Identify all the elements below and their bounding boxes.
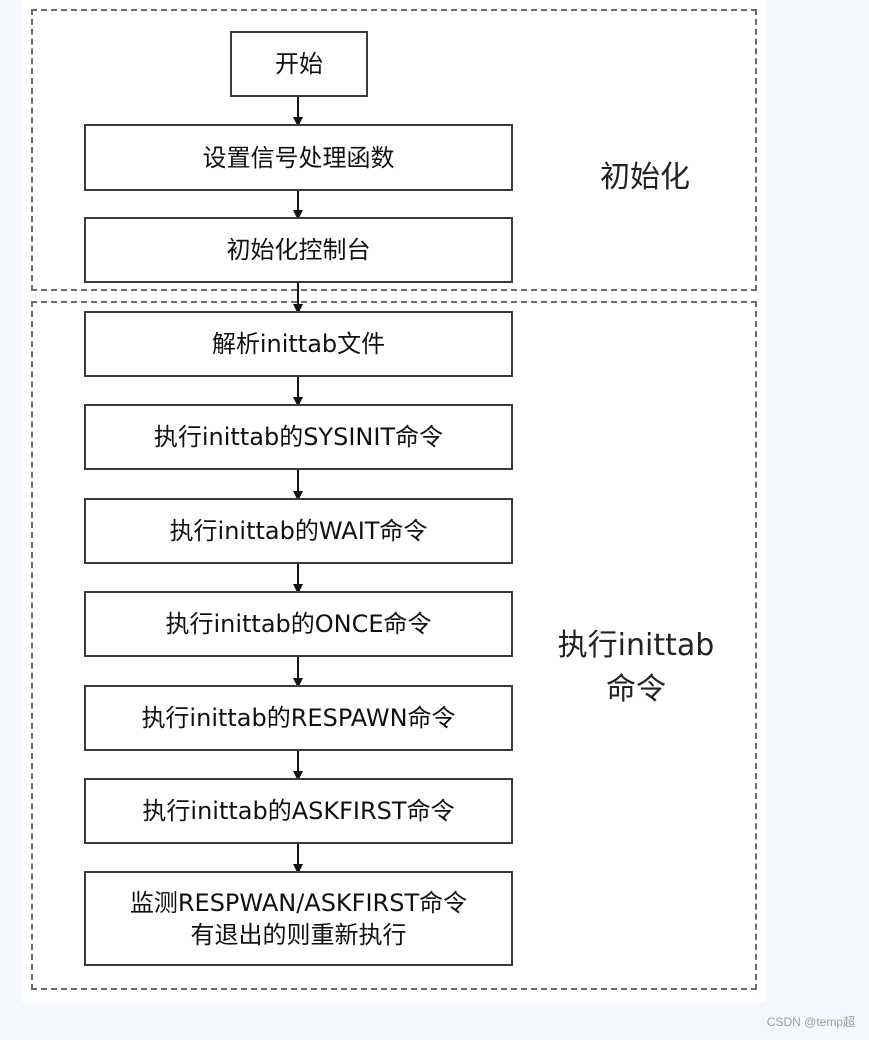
run-respawn-box: 执行inittab的RESPAWN命令 <box>84 685 513 751</box>
run-once-box: 执行inittab的ONCE命令 <box>84 591 513 657</box>
start-box: 开始 <box>230 31 368 97</box>
monitor-line1: 监测RESPWAN/ASKFIRST命令 <box>129 888 468 917</box>
initialization-group <box>31 9 757 291</box>
execute-inittab-label-line1: 执行inittab <box>557 628 715 663</box>
initialization-group-label: 初始化 <box>600 160 690 195</box>
execute-inittab-group <box>31 301 757 990</box>
csdn-watermark: CSDN @temp超 <box>766 1015 855 1029</box>
execute-inittab-group-label: 执行inittab 命令 <box>520 624 752 712</box>
run-wait-box: 执行inittab的WAIT命令 <box>84 498 513 564</box>
run-askfirst-box: 执行inittab的ASKFIRST命令 <box>84 778 513 844</box>
run-sysinit-box: 执行inittab的SYSINIT命令 <box>84 404 513 470</box>
set-signal-handler-box: 设置信号处理函数 <box>84 124 513 191</box>
init-console-box: 初始化控制台 <box>84 217 513 283</box>
parse-inittab-box: 解析inittab文件 <box>84 311 513 377</box>
monitor-line2: 有退出的则重新执行 <box>190 920 407 949</box>
monitor-respawn-askfirst-box: 监测RESPWAN/ASKFIRST命令 有退出的则重新执行 <box>84 871 513 966</box>
execute-inittab-label-line2: 命令 <box>606 672 666 707</box>
